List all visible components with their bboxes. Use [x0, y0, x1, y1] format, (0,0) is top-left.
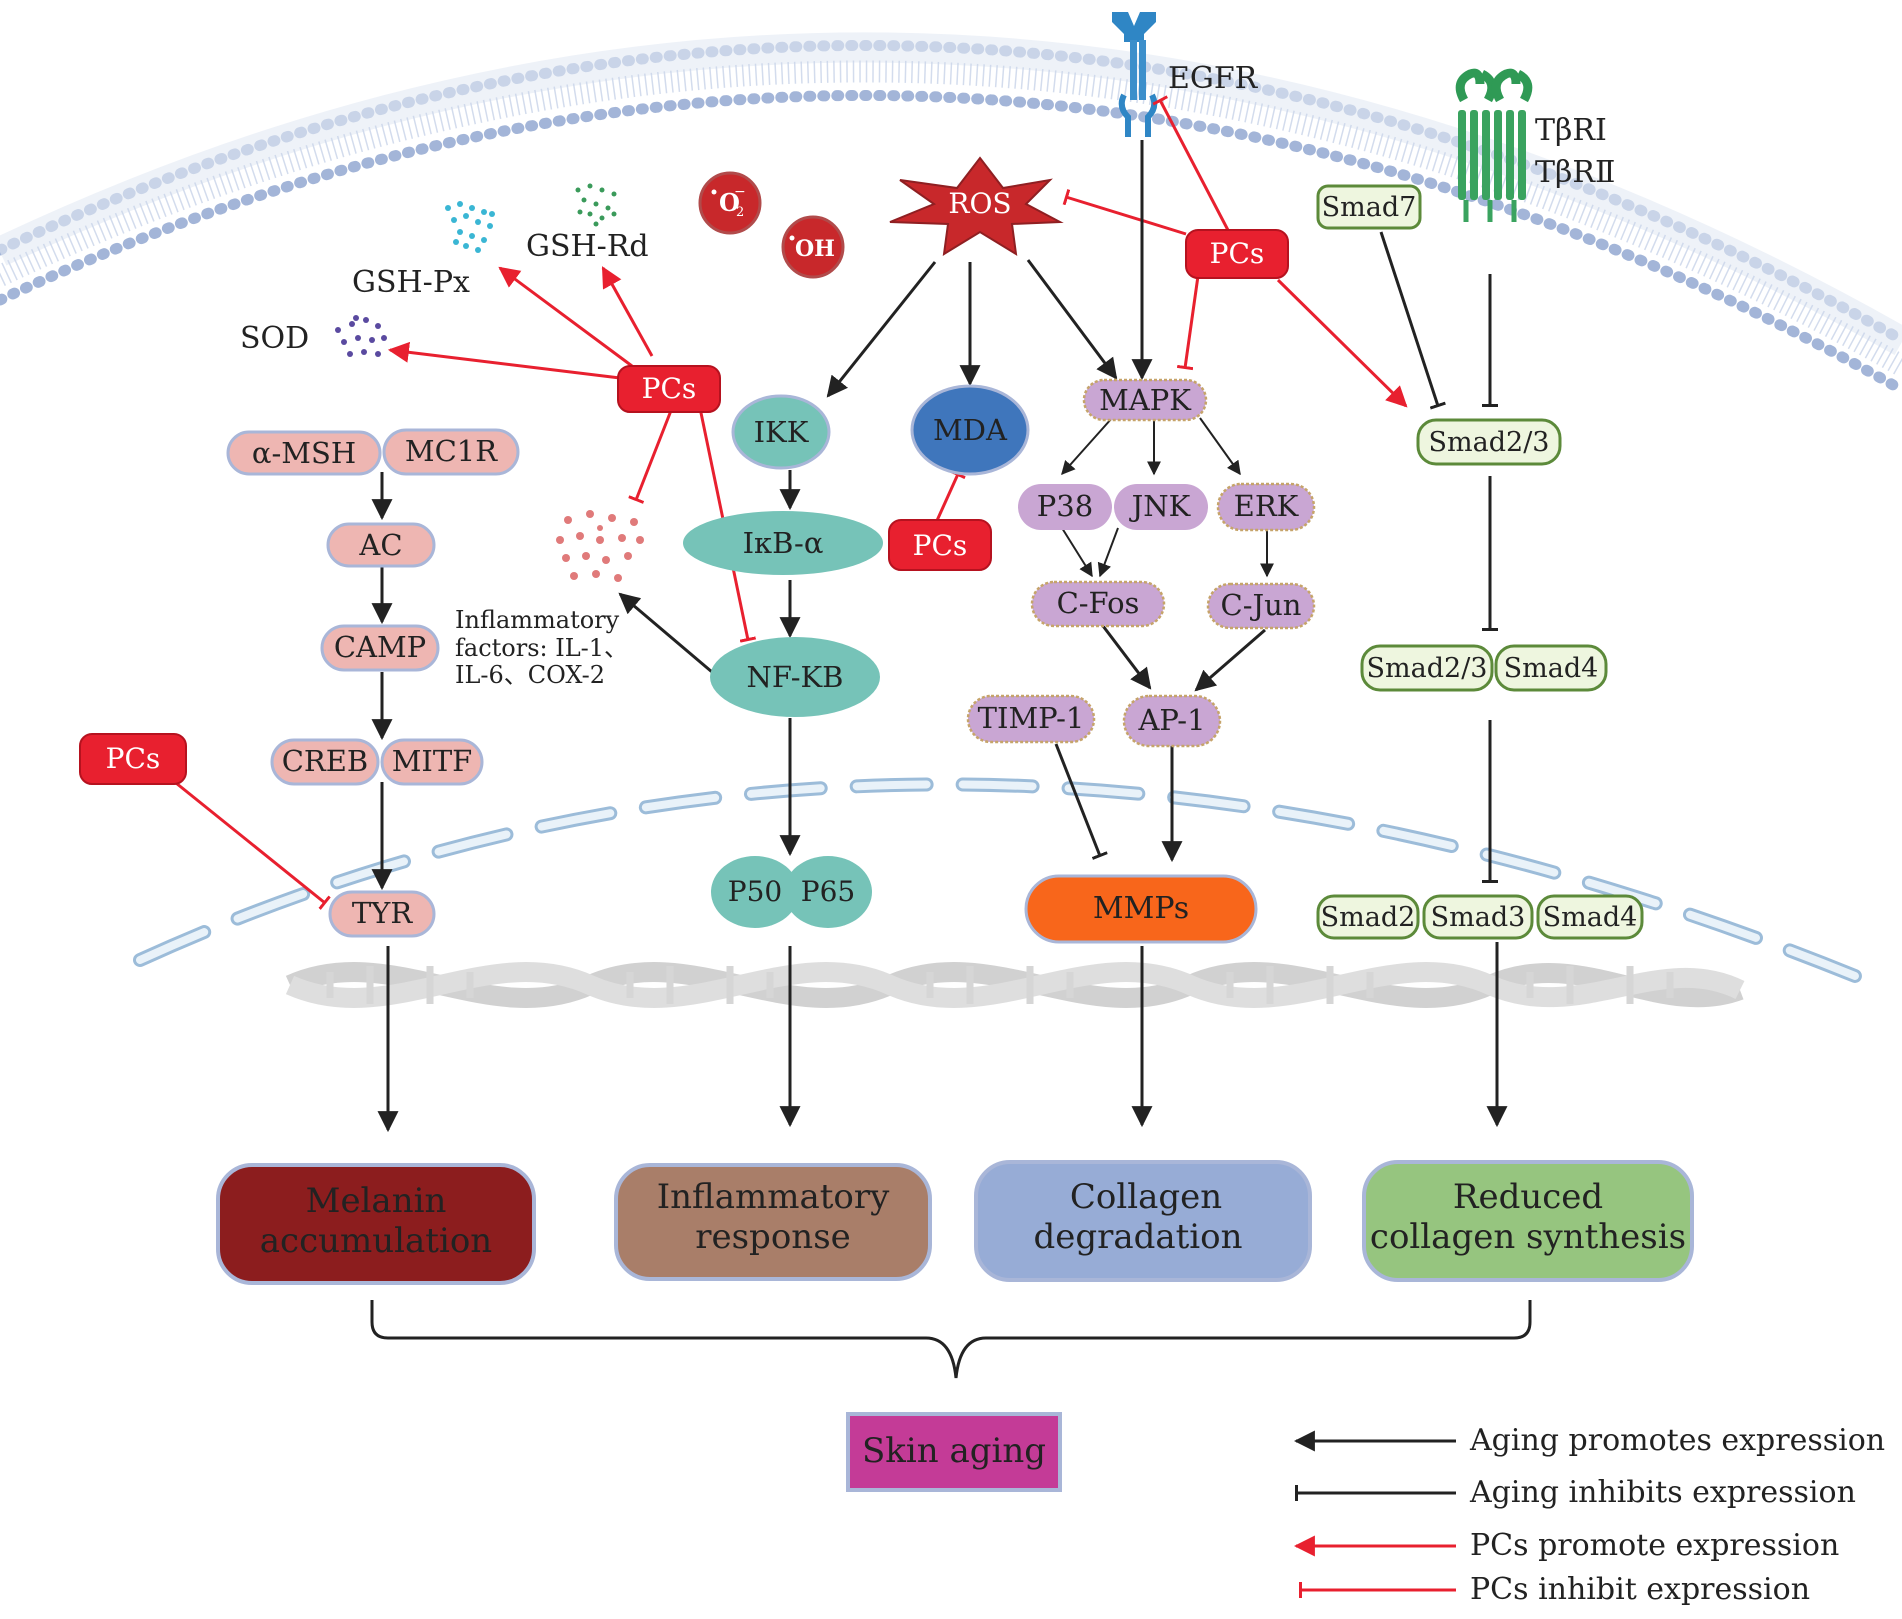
alpha-msh-label: α-MSH	[252, 436, 356, 470]
cfos-label: C-Fos	[1057, 586, 1140, 620]
ros-label: ROS	[948, 187, 1011, 220]
nfkb-pathway: IKK IκB-α NF-KB P50 P65 MDA	[683, 384, 1030, 928]
ros-star: ROS	[889, 156, 1064, 256]
ac-label: AC	[358, 528, 402, 562]
p65-label: P65	[801, 875, 855, 908]
smad2-label: Smad2	[1321, 902, 1416, 933]
gsh-px-dots-icon	[445, 201, 495, 253]
outcome-inflammatory: Inflammatory response	[614, 1163, 932, 1281]
superoxide-radical-icon: O 2 −	[698, 171, 762, 235]
cell-membrane	[0, 32, 1902, 396]
brace	[370, 1300, 1532, 1379]
legend: Aging promotes expression Aging inhibits…	[1293, 1423, 1885, 1607]
pcs-node-top-right: PCs	[1185, 229, 1289, 279]
smad-pathway: Smad7 Smad2/3 Smad2/3 Smad4 Smad2 Smad3 …	[1316, 184, 1644, 940]
svg-text:accumulation: accumulation	[260, 1221, 492, 1261]
svg-text:Reduced: Reduced	[1453, 1177, 1603, 1217]
connectors	[175, 95, 1508, 1133]
smad23-complex-label: Smad2/3	[1367, 653, 1488, 684]
smad4-label: Smad4	[1543, 902, 1638, 933]
ikb-label: IκB-α	[743, 526, 824, 560]
svg-text:PCs: PCs	[913, 529, 968, 562]
superoxide-label: O	[719, 188, 740, 217]
p50-label: P50	[728, 875, 782, 908]
smad4-complex-label: Smad4	[1504, 653, 1599, 684]
svg-text:Collagen: Collagen	[1070, 1177, 1222, 1217]
skin-aging-box: Skin aging	[846, 1412, 1062, 1492]
superoxide-subscript: 2	[736, 205, 744, 220]
legend-pcs-promote: PCs promote expression	[1470, 1528, 1839, 1563]
svg-text:degradation: degradation	[1033, 1217, 1242, 1257]
gsh-px-label: GSH-Px	[352, 265, 470, 300]
ikk-label: IKK	[754, 415, 810, 449]
superoxide-superscript: −	[734, 184, 746, 200]
svg-text:response: response	[695, 1217, 851, 1257]
inflammatory-factor-dots-icon	[556, 510, 644, 582]
hydroxyl-label: OH	[795, 236, 835, 262]
outcome-reduced-collagen: Reduced collagen synthesis	[1362, 1160, 1694, 1282]
melanin-pathway: α-MSH MC1R AC CAMP CREB MITF TYR	[226, 428, 520, 938]
dna-helix	[285, 962, 1745, 1008]
gsh-rd-label: GSH-Rd	[526, 229, 649, 264]
smad7-label: Smad7	[1322, 192, 1417, 223]
outcome-melanin: Melanin accumulation	[216, 1163, 536, 1285]
svg-text:PCs: PCs	[106, 742, 161, 775]
outcome-collagen-degradation: Collagen degradation	[974, 1160, 1312, 1282]
timp1-label: TIMP-1	[978, 701, 1085, 735]
jnk-label: JNK	[1129, 489, 1192, 523]
smad23-label: Smad2/3	[1429, 427, 1550, 458]
inflammatory-factors-line1: Inflammatory	[455, 606, 620, 634]
nuclear-envelope	[133, 777, 1867, 985]
smad3-label: Smad3	[1431, 902, 1526, 933]
legend-aging-promotes: Aging promotes expression	[1469, 1423, 1885, 1458]
hydroxyl-radical-icon: OH	[781, 215, 845, 279]
tbr2-label: TβRⅡ	[1535, 155, 1615, 190]
camp-label: CAMP	[334, 630, 426, 664]
svg-text:PCs: PCs	[642, 372, 697, 405]
tgfbr-receptor-icon	[1455, 68, 1533, 222]
mmps-label: MMPs	[1093, 891, 1189, 926]
svg-text:PCs: PCs	[1210, 237, 1265, 270]
pcs-node-left: PCs	[617, 365, 721, 413]
gsh-rd-dots-icon	[575, 183, 617, 227]
ap1-label: AP-1	[1137, 703, 1205, 737]
nfkb-label: NF-KB	[747, 660, 844, 694]
pcs-node-tyr: PCs	[79, 733, 187, 785]
erk-label: ERK	[1234, 489, 1300, 523]
mc1r-label: MC1R	[405, 434, 498, 468]
svg-text:Inflammatory: Inflammatory	[657, 1177, 890, 1217]
svg-text:collagen synthesis: collagen synthesis	[1370, 1217, 1686, 1257]
sod-dots-icon	[335, 315, 387, 357]
mapk-label: MAPK	[1099, 383, 1192, 417]
pcs-node-mda: PCs	[888, 519, 992, 571]
creb-label: CREB	[282, 744, 369, 778]
p38-label: P38	[1037, 489, 1093, 523]
svg-text:Melanin: Melanin	[306, 1181, 447, 1221]
tbr1-label: TβRⅠ	[1535, 113, 1607, 148]
inflammatory-factors-line3: IL-6、COX-2	[455, 661, 605, 689]
cjun-label: C-Jun	[1221, 588, 1302, 622]
legend-pcs-inhibit: PCs inhibit expression	[1470, 1572, 1810, 1607]
egfr-label: EGFR	[1168, 61, 1259, 96]
sod-label: SOD	[240, 321, 309, 356]
legend-aging-inhibits: Aging inhibits expression	[1469, 1475, 1856, 1510]
svg-text:Skin aging: Skin aging	[862, 1431, 1046, 1471]
mitf-label: MITF	[392, 744, 473, 778]
mda-label: MDA	[933, 413, 1008, 447]
inflammatory-factors-line2: factors: IL-1、	[455, 634, 628, 662]
mapk-pathway: MAPK P38 JNK ERK C-Fos C-Jun AP-1 TIMP-1…	[966, 378, 1316, 944]
tyr-label: TYR	[352, 896, 413, 930]
